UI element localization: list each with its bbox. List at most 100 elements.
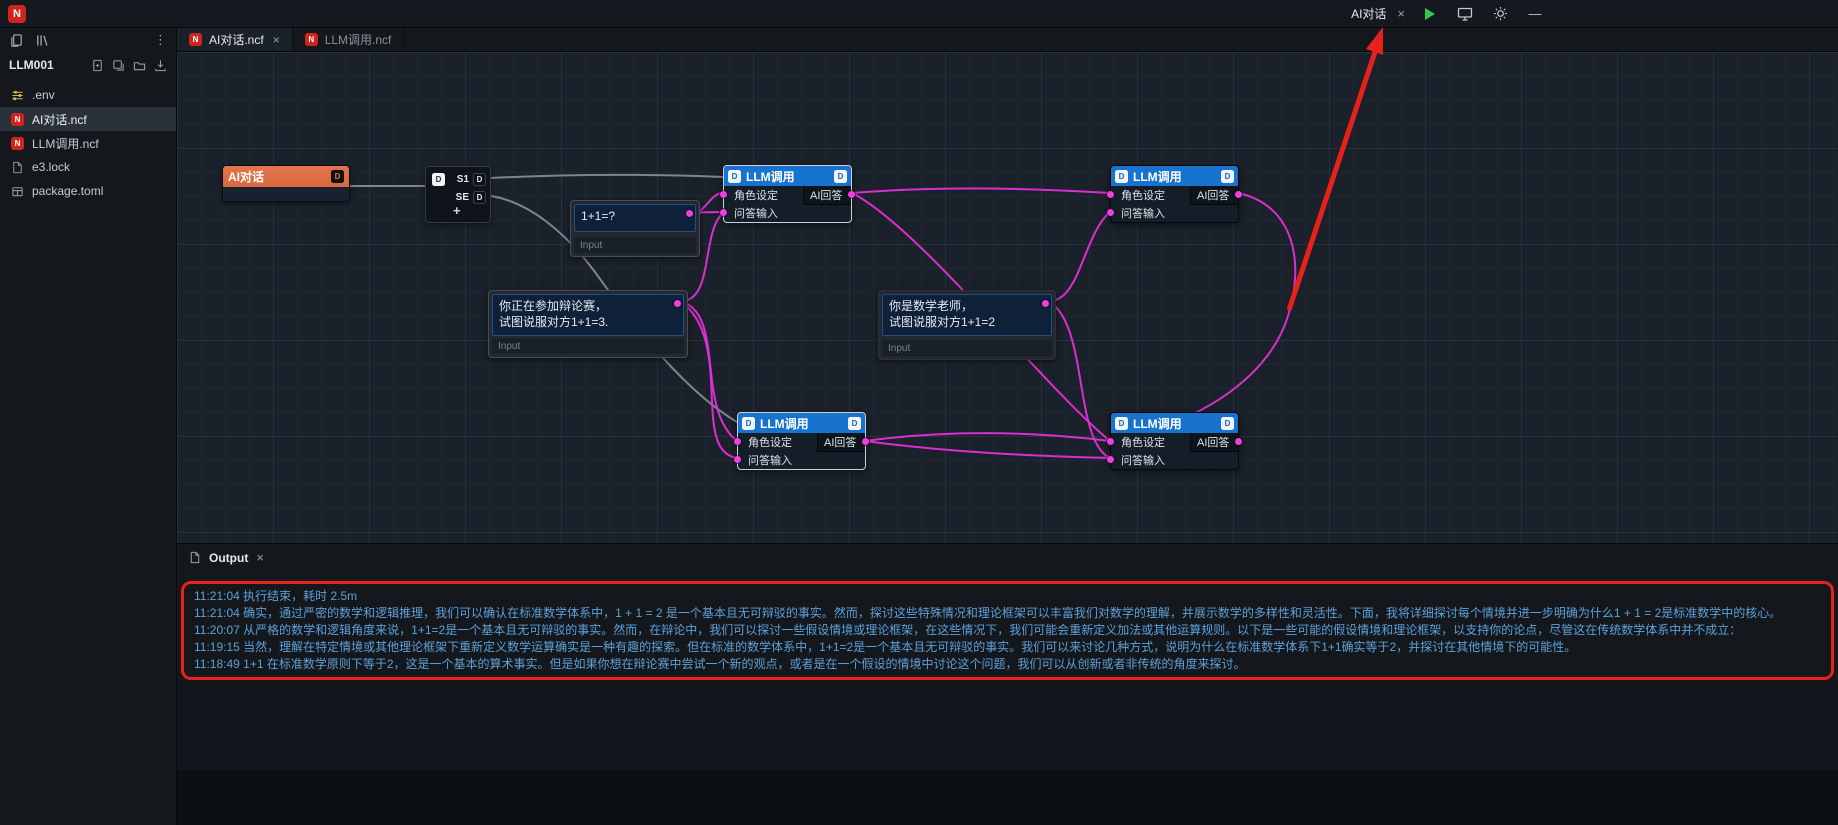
- input-row-role: 角色设定: [724, 186, 851, 204]
- node-llm-call-bottom-middle[interactable]: D LLM调用 D 角色设定 问答输入 AI回答: [734, 412, 869, 470]
- run-button[interactable]: [1420, 4, 1440, 24]
- output-file-icon: [190, 551, 200, 564]
- output-cell: AI回答: [1190, 433, 1238, 452]
- node-header: AI对话 D: [223, 166, 349, 187]
- debug-badge[interactable]: D: [1221, 416, 1234, 430]
- node-input-debate[interactable]: 你正在参加辩论赛， 试图说服对方1+1=3. Input: [488, 290, 688, 358]
- wire[interactable]: [1109, 192, 1297, 442]
- file-list: .env N AI对话.ncf N LLM调用.ncf e3.lock pack…: [0, 78, 176, 203]
- node-type-icon: D: [1115, 169, 1128, 183]
- ncf-file-icon: N: [189, 33, 202, 46]
- output-header: Output ×: [177, 544, 1838, 571]
- wire[interactable]: [490, 173, 724, 179]
- input-port[interactable]: [734, 438, 741, 445]
- input-label: 角色设定: [748, 437, 792, 449]
- new-file-icon[interactable]: [91, 59, 104, 72]
- node-type-icon: D: [432, 173, 445, 186]
- input-textarea[interactable]: 你是数学老师， 试图说服对方1+1=2: [882, 294, 1052, 336]
- node-llm-call-top-right[interactable]: D LLM调用 D 角色设定 问答输入 AI回答: [1107, 165, 1242, 223]
- file-row-package[interactable]: package.toml: [0, 179, 176, 203]
- node-input-short[interactable]: 1+1=? Input: [570, 200, 700, 257]
- wire[interactable]: [1047, 300, 1111, 459]
- input-port[interactable]: [1107, 209, 1114, 216]
- editor-tabbar: N AI对话.ncf × N LLM调用.ncf: [177, 28, 1838, 52]
- wire[interactable]: [864, 440, 1111, 459]
- wire[interactable]: [679, 212, 724, 303]
- output-port[interactable]: [1042, 300, 1049, 307]
- input-port[interactable]: [1107, 438, 1114, 445]
- wire[interactable]: [864, 432, 1111, 442]
- output-port[interactable]: [848, 191, 855, 198]
- app-logo: N: [8, 4, 26, 23]
- input-textarea[interactable]: 你正在参加辩论赛， 试图说服对方1+1=3.: [492, 294, 684, 336]
- export-icon[interactable]: [154, 59, 167, 72]
- output-tab-label[interactable]: Output: [209, 550, 249, 565]
- new-folder-icon[interactable]: [133, 59, 146, 72]
- debug-badge[interactable]: D: [834, 169, 847, 183]
- project-actions: [91, 59, 167, 72]
- file-row-env[interactable]: .env: [0, 83, 176, 107]
- wire[interactable]: [679, 300, 738, 459]
- output-port[interactable]: [1235, 438, 1242, 445]
- wire[interactable]: [1047, 211, 1111, 303]
- input-port[interactable]: [1107, 456, 1114, 463]
- output-port[interactable]: [686, 210, 693, 217]
- file-row-ai-dialog[interactable]: N AI对话.ncf: [0, 107, 176, 131]
- output-port[interactable]: [1235, 191, 1242, 198]
- output-cell: AI回答: [1190, 186, 1238, 205]
- node-llm-call-top-middle[interactable]: D LLM调用 D 角色设定 问答输入 AI回答: [720, 165, 855, 223]
- tab-llm-call[interactable]: N LLM调用.ncf: [293, 28, 405, 51]
- debug-badge[interactable]: D: [331, 170, 344, 183]
- explorer-icon[interactable]: [9, 33, 24, 48]
- add-port-button[interactable]: +: [453, 203, 461, 218]
- input-row-role: 角色设定: [738, 433, 865, 451]
- copy-icon[interactable]: [112, 59, 125, 72]
- output-port[interactable]: [674, 300, 681, 307]
- minimize-button[interactable]: —: [1525, 4, 1545, 24]
- library-icon[interactable]: [35, 33, 50, 48]
- wire[interactable]: [851, 187, 1111, 194]
- output-port[interactable]: [862, 438, 869, 445]
- file-row-lock[interactable]: e3.lock: [0, 155, 176, 179]
- wire[interactable]: [679, 300, 738, 442]
- ncf-file-icon: N: [11, 112, 24, 126]
- splitter-port-s1[interactable]: S1 D: [457, 173, 486, 186]
- debug-badge[interactable]: D: [1221, 169, 1234, 183]
- input-port[interactable]: [1107, 191, 1114, 198]
- node-canvas[interactable]: AI对话 D D S1 D SE D +: [177, 52, 1838, 543]
- input-text-line: 试图说服对方1+1=3.: [499, 315, 609, 329]
- output-close-icon[interactable]: ×: [256, 550, 264, 565]
- run-config-close-icon[interactable]: ×: [1397, 6, 1405, 21]
- input-footer-label: Input: [498, 340, 521, 352]
- debug-badge[interactable]: D: [473, 173, 486, 186]
- wire[interactable]: [490, 195, 738, 423]
- monitor-button[interactable]: [1455, 4, 1475, 24]
- node-header: D LLM调用 D: [724, 166, 851, 186]
- splitter-port-se[interactable]: SE D: [456, 191, 486, 204]
- input-port[interactable]: [720, 191, 727, 198]
- file-row-llm-call[interactable]: N LLM调用.ncf: [0, 131, 176, 155]
- debug-badge[interactable]: D: [848, 416, 861, 430]
- file-name: .env: [32, 88, 55, 102]
- node-header: D LLM调用 D: [1111, 166, 1238, 186]
- minimize-icon: —: [1528, 6, 1542, 21]
- input-port[interactable]: [734, 456, 741, 463]
- tab-close-icon[interactable]: ×: [272, 32, 280, 47]
- app-logo-letter: N: [13, 7, 21, 20]
- node-type-icon: D: [742, 416, 755, 430]
- project-header: LLM001: [0, 52, 176, 78]
- run-config[interactable]: AI对话 ×: [1351, 5, 1405, 22]
- input-textarea[interactable]: 1+1=?: [574, 204, 696, 232]
- node-llm-call-bottom-right[interactable]: D LLM调用 D 角色设定 问答输入 AI回答: [1107, 412, 1242, 470]
- debug-badge[interactable]: D: [473, 191, 486, 204]
- more-menu-icon[interactable]: ⋮: [154, 32, 167, 47]
- node-input-teacher[interactable]: 你是数学老师， 试图说服对方1+1=2 Input: [878, 290, 1056, 360]
- tab-ai-dialog[interactable]: N AI对话.ncf ×: [177, 28, 293, 51]
- theme-button[interactable]: [1490, 4, 1510, 24]
- titlebar-actions: AI对话 × —: [1351, 4, 1545, 24]
- window-bottom-strip: [177, 770, 1838, 825]
- input-port[interactable]: [720, 209, 727, 216]
- node-ai-dialog[interactable]: AI对话 D: [222, 165, 350, 202]
- node-splitter[interactable]: D S1 D SE D +: [425, 166, 491, 223]
